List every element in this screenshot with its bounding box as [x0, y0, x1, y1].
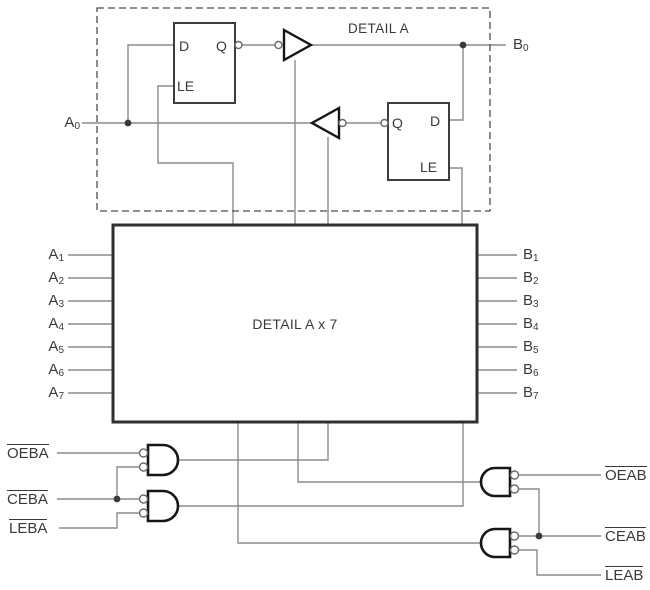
bubble-buf2-in: [338, 118, 347, 128]
a-bus-stubs: [68, 254, 113, 394]
port-label-a2: A2: [48, 269, 64, 288]
wire-latch1-le: [157, 85, 234, 225]
latch2-le-label: LE: [420, 159, 438, 175]
bubbles: [138, 40, 520, 555]
bubble-q1: [234, 40, 243, 50]
control-label-ceba: CEBA: [7, 490, 48, 508]
control-label-leba: LEBA: [9, 519, 48, 537]
latch1-le-label: LE: [177, 78, 195, 94]
wire-latch2-le: [449, 167, 463, 225]
wire-latch2-d: [449, 45, 464, 121]
latch1-box: [173, 22, 236, 104]
port-label-a4: A4: [48, 315, 64, 334]
control-label-oeab: OEAB: [605, 466, 647, 484]
port-label-b3: B3: [523, 292, 539, 311]
port-label-b7: B7: [523, 384, 539, 403]
port-label-a5: A5: [48, 338, 64, 357]
junction-dots: [113, 41, 543, 540]
control-label-leab: LEAB: [605, 566, 644, 584]
port-label-a3: A3: [48, 292, 64, 311]
port-label-b4: B4: [523, 315, 539, 334]
detail-a-dashed-box: [96, 7, 491, 212]
wire-gate4-out: [237, 422, 481, 544]
latch1-d-label: D: [179, 38, 190, 54]
port-label-a0: A0: [64, 114, 80, 133]
wire-gate2-out: [178, 422, 464, 507]
port-label-b1: B1: [523, 246, 539, 265]
buffer-a-to-b: [282, 27, 314, 63]
control-gates: [146, 443, 512, 559]
bubble-q2: [380, 118, 389, 128]
control-label-ceab: CEAB: [605, 527, 646, 545]
b-bus-stubs: [477, 254, 517, 394]
bubble-buf1-in: [274, 40, 283, 50]
port-label-b0: B0: [513, 36, 529, 55]
port-label-a7: A7: [48, 384, 64, 403]
port-label-a1: A1: [48, 246, 64, 265]
wire-ceba-branch: [116, 466, 140, 499]
wire-latch1-d: [127, 44, 174, 123]
port-label-a6: A6: [48, 361, 64, 380]
gate-ceba-leba: [146, 489, 180, 523]
latch2-q-label: Q: [392, 115, 403, 131]
main-block-label: DETAIL A x 7: [252, 316, 338, 332]
control-label-oeba: OEBA: [7, 444, 49, 462]
wires: [57, 44, 601, 576]
wire-ceab-branch: [518, 488, 540, 536]
wire-leba: [59, 512, 140, 529]
latch1-q-label: Q: [216, 38, 227, 54]
wire-leab: [518, 549, 601, 576]
port-label-b5: B5: [523, 338, 539, 357]
detail-a-title: DETAIL A: [348, 21, 409, 36]
latch2-d-label: D: [430, 113, 441, 129]
gate-ceab-leab: [479, 527, 512, 559]
main-block-box: [111, 223, 479, 424]
buffer-b-to-a: [309, 105, 341, 141]
port-label-b6: B6: [523, 361, 539, 380]
gate-oeab-ceab: [479, 466, 512, 498]
wire-gate1-out: [178, 422, 329, 461]
port-label-b2: B2: [523, 269, 539, 288]
gate-oeba-ceba: [146, 443, 180, 477]
wire-gate3-out: [297, 422, 481, 483]
latch2-box: [387, 102, 450, 181]
